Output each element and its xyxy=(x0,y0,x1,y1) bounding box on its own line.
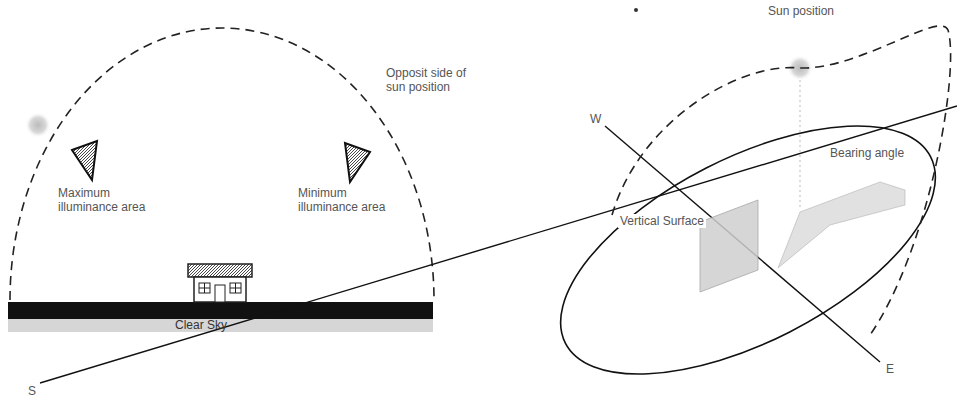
label-text: Clear Sky xyxy=(175,318,227,332)
label-text: Opposit side of sun position xyxy=(386,66,476,95)
label-text: W xyxy=(590,112,601,126)
label-text: E xyxy=(886,362,894,376)
sun-symbol xyxy=(25,112,51,138)
label-text: Sun position xyxy=(768,4,834,18)
label-text: S xyxy=(28,384,36,398)
horizon-ellipse xyxy=(524,75,957,405)
ground-bar xyxy=(8,302,433,319)
label-text: Minimum illuminance area xyxy=(298,186,398,215)
sun-path xyxy=(612,26,951,338)
sun-projection xyxy=(800,80,801,210)
west-east-axis xyxy=(605,126,880,362)
house-icon xyxy=(188,264,252,302)
bearing-angle-wedge xyxy=(778,182,905,268)
sensor-min xyxy=(345,143,370,182)
label-text: Maximum illuminance area xyxy=(58,186,158,215)
vertical-surface xyxy=(700,200,758,292)
label-text: Bearing angle xyxy=(828,146,906,160)
south-north-axis xyxy=(40,106,957,383)
sky-dome xyxy=(10,28,434,300)
ground-band xyxy=(8,318,433,332)
sensor-max xyxy=(72,141,97,180)
label-text: Vertical Surface xyxy=(618,214,706,228)
dot-mark xyxy=(634,8,638,12)
